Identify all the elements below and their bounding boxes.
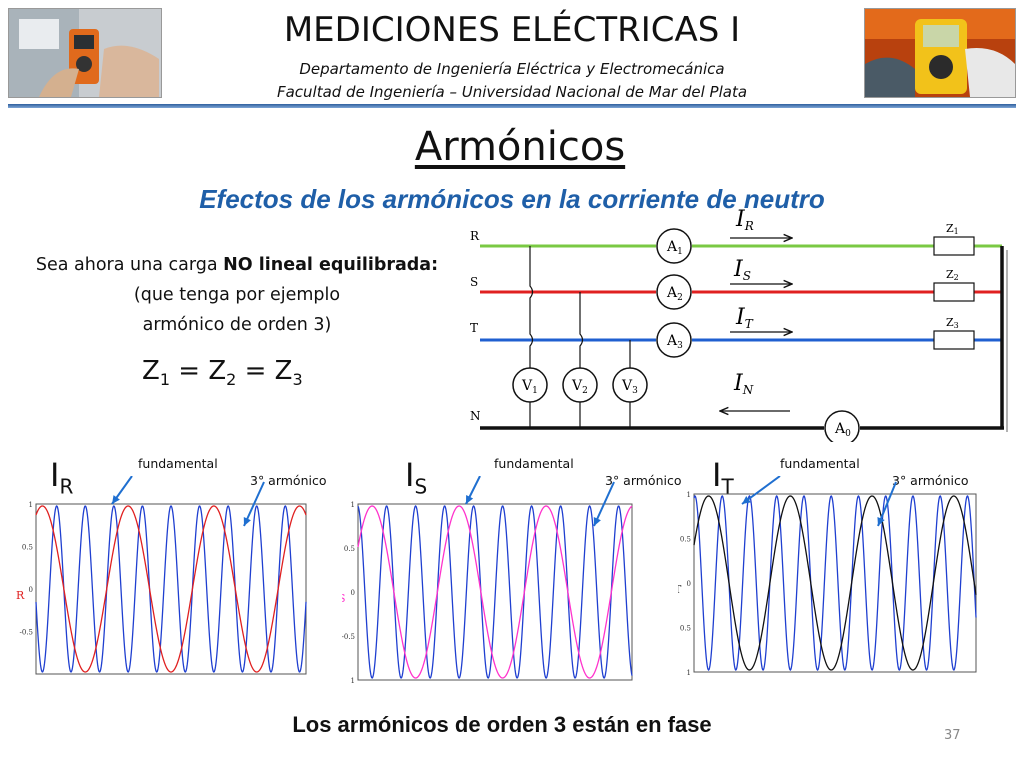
multimeter-photo-left [9, 9, 161, 97]
course-title: MEDICIONES ELÉCTRICAS I [283, 10, 741, 50]
svg-text:IS: IS [733, 257, 751, 283]
current-is: IS [730, 257, 792, 284]
phase-label-t: T [470, 321, 478, 335]
fundamental-note-s: fundamental [494, 456, 574, 471]
conclusion-text: Los armónicos de orden 3 están en fase [292, 712, 712, 737]
voltmeter-v1: V1 [512, 367, 548, 403]
harmonic-pointer-arrow-head [243, 517, 251, 526]
ammeter-a0: A0 [824, 410, 860, 442]
y-tick-label: 0 [29, 586, 33, 594]
svg-text:Z2: Z2 [946, 268, 959, 282]
intro-line-3: armónico de orden 3) [142, 315, 332, 335]
page-number: 37 [944, 728, 961, 743]
fundamental-wave [35, 505, 307, 673]
svg-text:IR: IR [735, 207, 754, 233]
current-it: IT [730, 305, 792, 332]
current-ir: IR [730, 207, 792, 238]
voltmeter-wiring [529, 246, 631, 428]
axis-label: R [16, 589, 25, 602]
waveform-plot-s: 10.50-0.51S [342, 476, 633, 685]
y-tick-label: 0 [687, 580, 691, 588]
intro-line-1-bold: NO lineal equilibrada: [223, 255, 439, 275]
y-tick-label: 0.5 [680, 536, 691, 544]
y-tick-label: 1 [351, 677, 355, 685]
third-harmonic-wave [35, 505, 307, 673]
y-tick-label: 1 [687, 491, 691, 499]
fundamental-pointer-arrow-head [466, 495, 474, 504]
plot-label-is: IS [405, 456, 428, 499]
intro-text: Sea ahora una carga NO lineal equilibrad… [8, 250, 466, 340]
harmonic-note-r: 3° armónico [250, 473, 327, 488]
y-tick-label: -0.5 [342, 633, 355, 641]
svg-text:Z1: Z1 [946, 222, 959, 236]
y-tick-label: 1 [687, 669, 691, 677]
intro-line-2: (que tenga por ejemplo [133, 285, 341, 305]
multimeter-photo-right [865, 9, 1015, 97]
impedance-z3: Z3 [933, 316, 975, 350]
svg-text:Z3: Z3 [946, 316, 959, 330]
impedance-z2: Z2 [933, 268, 975, 302]
header-divider [8, 104, 1016, 108]
header-photo-multimeter-left [8, 8, 162, 98]
y-tick-label: 1 [351, 501, 355, 509]
y-tick-label: 0.5 [680, 625, 691, 633]
svg-text:A2: A2 [666, 285, 683, 303]
svg-text:IN: IN [733, 371, 754, 397]
fundamental-pointer-arrow-head [112, 495, 120, 504]
faculty-name: Facultad de Ingeniería – Universidad Nac… [276, 83, 748, 101]
svg-text:V2: V2 [571, 378, 588, 396]
harmonic-note-s: 3° armónico [605, 473, 682, 488]
ammeter-a3: A3 [656, 322, 692, 358]
svg-text:A0: A0 [834, 421, 851, 439]
impedance-equation: Z1 = Z2 = Z3 [142, 356, 303, 390]
harmonic-pointer-arrow-head [877, 517, 885, 526]
plot-frame [35, 503, 307, 675]
svg-text:V1: V1 [521, 378, 538, 396]
ammeter-a2: A2 [656, 274, 692, 310]
current-in: IN [720, 371, 790, 411]
y-tick-label: 0 [351, 589, 355, 597]
department-name: Departamento de Ingeniería Eléctrica y E… [299, 60, 725, 78]
voltmeter-v2: V2 [562, 367, 598, 403]
fundamental-note-t: fundamental [780, 456, 860, 471]
phase-label-s: S [470, 275, 478, 289]
third-harmonic-wave [693, 495, 977, 671]
impedance-z1: Z1 [933, 222, 975, 256]
slide-title: Armónicos [414, 124, 626, 170]
header-photo-multimeter-right [864, 8, 1016, 98]
svg-text:A3: A3 [666, 333, 683, 351]
svg-text:A1: A1 [666, 239, 683, 257]
third-harmonic-wave [357, 505, 633, 679]
phase-label-n: N [470, 409, 481, 423]
intro-line-1-prefix: Sea ahora una carga [35, 255, 224, 275]
svg-text:V3: V3 [621, 378, 638, 396]
fundamental-pointer-arrow-head [742, 496, 751, 504]
svg-text:IT: IT [735, 305, 754, 331]
axis-label: S [342, 592, 346, 605]
harmonic-note-t: 3° armónico [892, 473, 969, 488]
axis-label: T [678, 583, 682, 596]
ammeter-a1: A1 [656, 228, 692, 264]
waveform-plot-t: 10.500.51T [678, 476, 977, 677]
slide-subtitle: Efectos de los armónicos en la corriente… [199, 184, 825, 214]
y-tick-label: 1 [29, 501, 33, 509]
fundamental-wave [357, 505, 633, 679]
y-tick-label: 0.5 [22, 544, 33, 552]
circuit-diagram: R S T N A1 A2 A3 A0 [470, 207, 1008, 442]
y-tick-label: -0.5 [20, 629, 34, 637]
plot-label-it: IT [712, 456, 734, 499]
harmonic-pointer-arrow-head [593, 517, 601, 526]
fundamental-note-r: fundamental [138, 456, 218, 471]
plot-label-ir: IR [50, 456, 74, 499]
voltmeter-v3: V3 [612, 367, 648, 403]
intro-line-1: Sea ahora una carga NO lineal equilibrad… [8, 250, 466, 280]
phase-label-r: R [470, 229, 480, 243]
waveform-plot-r: 1 0.5 0 -0.5 R [16, 476, 307, 675]
y-tick-label: 0.5 [344, 545, 355, 553]
fundamental-wave [693, 495, 977, 671]
